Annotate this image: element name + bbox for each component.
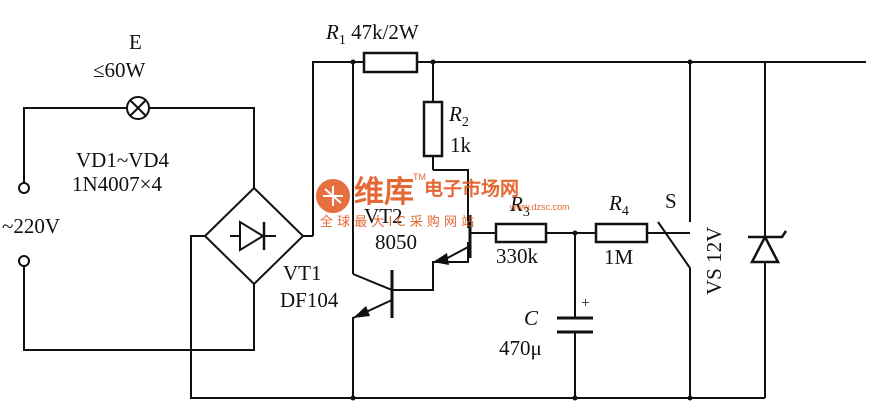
resistor-r2 — [422, 100, 444, 158]
capacitor-name-label: C — [524, 306, 539, 330]
watermark-slogan: 全 球 最 大 I C 采 购 网 站 — [320, 215, 475, 230]
bridge-rectifier — [203, 186, 305, 286]
vt2-emitter-arrow — [433, 253, 449, 265]
vt1-name-label: VT1 — [283, 261, 322, 285]
r4-value-label: 1M — [604, 245, 634, 269]
lamp-cross-b — [129, 99, 147, 117]
wire-supply-top — [23, 107, 127, 183]
zener-label: VS 12V — [702, 226, 726, 295]
resistor-r4 — [594, 222, 649, 244]
wire-lamp-bridge — [148, 107, 255, 188]
wire-supply-bottom — [23, 266, 255, 351]
switch-label: S — [665, 189, 677, 213]
r2-value-label: 1k — [450, 133, 471, 157]
zener-diode-icon — [749, 234, 781, 264]
r1-label: R1 47k/2W — [326, 20, 419, 49]
lamp-name-label: E — [129, 30, 142, 54]
lamp-rating-label: ≤60W — [93, 58, 146, 82]
r4-name-label: R4 — [609, 191, 629, 220]
watermark-site-name: 电子市场网 — [424, 178, 520, 200]
supply-terminal-bottom — [18, 255, 30, 267]
capacitor-polarity-label: + — [581, 295, 591, 312]
watermark-tm: TM — [413, 172, 426, 182]
supply-terminal-top — [18, 182, 30, 194]
vt2-name-label: VT2 — [364, 204, 403, 228]
r3-value-label: 330k — [496, 244, 538, 268]
bridge-part-label: 1N4007×4 — [72, 172, 163, 196]
capacitor-value-label: 470μ — [499, 336, 542, 360]
resistor-r1 — [362, 51, 419, 74]
vt1-collector-lead — [352, 273, 393, 291]
resistor-r3 — [494, 222, 548, 244]
bridge-diode-icon — [239, 220, 265, 252]
supply-label: ~220V — [2, 214, 61, 238]
switch-blade — [657, 221, 691, 269]
bridge-name-label: VD1~VD4 — [76, 148, 170, 172]
watermark-url: www.dzsc.com — [510, 202, 570, 212]
wire-ground-rail — [190, 235, 690, 399]
r2-name-label: R2 — [449, 102, 469, 131]
vt2-part-label: 8050 — [375, 230, 417, 254]
r3-name-label: R3 — [510, 192, 530, 221]
watermark-logo-text: 维库 — [354, 175, 414, 210]
zener-bar — [748, 230, 788, 239]
vt1-emitter-arrow — [353, 306, 370, 318]
watermark-logo-icon — [316, 179, 350, 213]
vt1-part-label: DF104 — [280, 288, 339, 312]
wire-positive-rail — [312, 61, 364, 236]
wire-vt2-collector — [433, 169, 469, 228]
